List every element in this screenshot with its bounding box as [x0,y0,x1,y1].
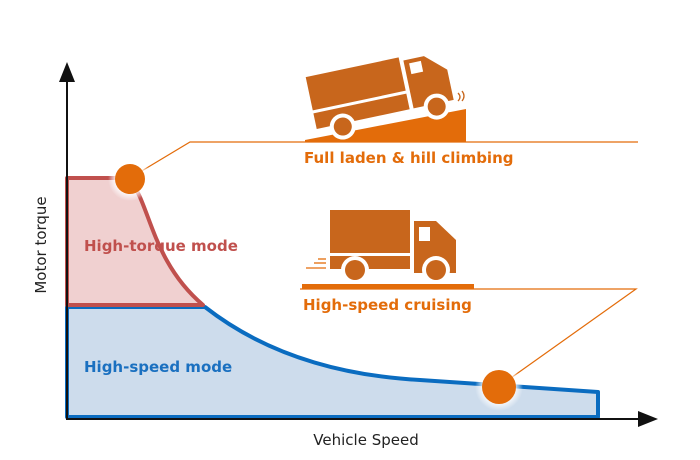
high-speed-region [65,305,600,419]
high-torque-label: High-torque mode [84,237,238,255]
hill-operating-point [115,164,145,194]
cruise-operating-point [482,370,516,404]
truck-moving-fast-icon [302,210,474,289]
high-speed-label: High-speed mode [84,358,232,376]
truck-climbing-hill-icon [305,56,466,142]
hill-callout-label: Full laden & hill climbing [304,149,514,167]
y-axis-label: Motor torque [32,196,50,293]
hill-callout-line [139,141,638,173]
cruise-callout-label: High-speed cruising [303,296,472,314]
x-axis-label: Vehicle Speed [313,431,418,449]
